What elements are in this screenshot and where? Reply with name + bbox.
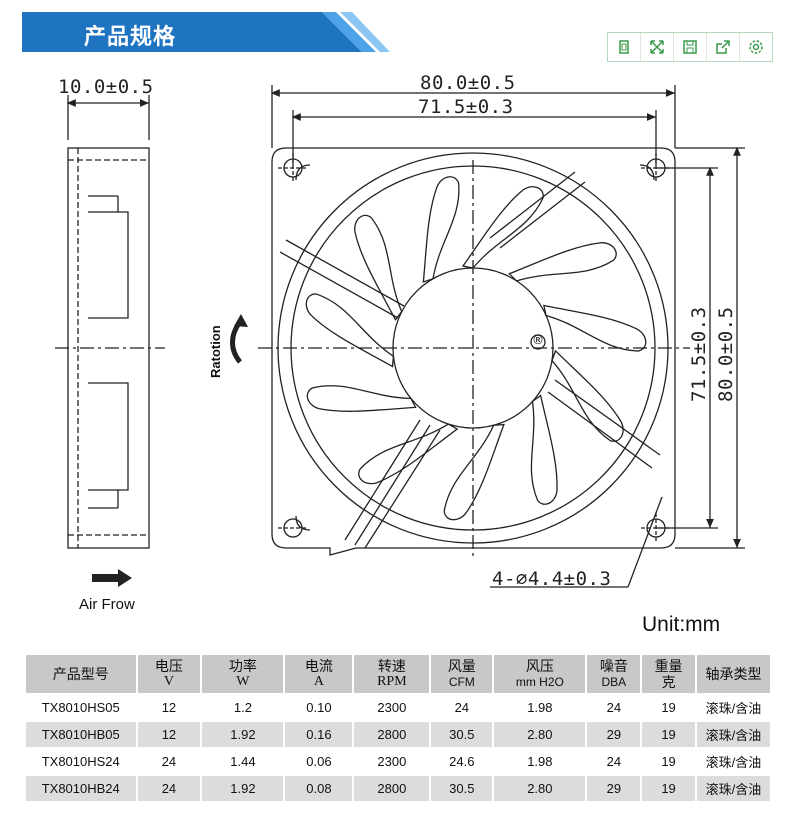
table-row: TX8010HS24 24 1.44 0.06 2300 24.6 1.98 24 19 滚珠/含… <box>26 749 770 774</box>
cell-power: 1.44 <box>230 754 256 769</box>
cell-voltage: 24 <box>161 754 177 769</box>
cell-current: 0.08 <box>285 776 353 801</box>
copy-icon <box>619 40 629 54</box>
header-banner <box>22 12 390 52</box>
cell-airflow: 24 <box>454 700 470 715</box>
share-button[interactable] <box>707 33 740 61</box>
front-view <box>258 85 745 588</box>
cell-power: 1.2 <box>233 700 252 715</box>
cell-model: TX8010HS05 <box>41 700 120 715</box>
cell-noise: 24 <box>606 754 622 769</box>
side-width-dimension: 10.0±0.5 <box>58 76 154 98</box>
cell-power: 1.92 <box>202 722 284 747</box>
image-toolbar <box>607 32 773 62</box>
header-bearing: 轴承类型 <box>696 655 770 693</box>
frame-height-dimension: 80.0±0.5 <box>715 306 737 402</box>
hole-pitch-dimension: 71.5±0.3 <box>418 96 514 118</box>
share-icon <box>716 40 730 54</box>
page-title: 产品规格 <box>84 25 177 50</box>
cell-current: 0.16 <box>285 722 353 747</box>
cell-pressure: 1.98 <box>527 754 553 769</box>
cell-model: TX8010HB05 <box>26 722 136 747</box>
cell-speed: 2300 <box>377 754 407 769</box>
save-icon <box>683 40 697 54</box>
copy-button[interactable] <box>608 33 641 61</box>
cell-power: 1.92 <box>202 776 284 801</box>
cell-bearing: 滚珠/含油 <box>696 776 770 801</box>
hole-pitch-vertical-dimension: 71.5±0.3 <box>688 306 710 402</box>
rotation-arrow <box>234 314 248 327</box>
cell-weight: 19 <box>642 722 695 747</box>
fan-technical-drawing <box>55 85 745 588</box>
cell-current: 0.10 <box>306 700 332 715</box>
cell-model: TX8010HB24 <box>26 776 136 801</box>
rotation-label: Ratotion <box>208 325 223 378</box>
cell-airflow: 24.6 <box>449 754 475 769</box>
airflow-arrow <box>92 569 132 587</box>
fullscreen-icon <box>650 40 664 54</box>
cell-weight: 19 <box>642 776 695 801</box>
cell-voltage: 12 <box>161 700 177 715</box>
cell-bearing: 滚珠/含油 <box>696 722 770 747</box>
cell-pressure: 2.80 <box>494 776 586 801</box>
header-weight: 重量克 <box>642 655 695 693</box>
cell-speed: 2800 <box>354 722 430 747</box>
cell-voltage: 12 <box>137 722 201 747</box>
cell-speed: 2800 <box>354 776 430 801</box>
header-model: 产品型号 <box>26 655 136 693</box>
fullscreen-button[interactable] <box>641 33 674 61</box>
cell-current: 0.06 <box>306 754 332 769</box>
hole-diameter-dimension: 4-⌀4.4±0.3 <box>492 568 612 590</box>
save-button[interactable] <box>674 33 707 61</box>
cell-voltage: 24 <box>137 776 201 801</box>
frame-width-dimension: 80.0±0.5 <box>420 72 516 94</box>
settings-button[interactable] <box>740 33 772 61</box>
cell-speed: 2300 <box>377 700 407 715</box>
cell-pressure: 1.98 <box>527 700 553 715</box>
settings-icon <box>749 40 763 54</box>
cell-airflow: 30.5 <box>431 776 493 801</box>
cell-model: TX8010HS24 <box>41 754 120 769</box>
cell-bearing: 滚珠/含油 <box>705 755 762 770</box>
cell-weight: 19 <box>661 754 676 769</box>
cell-bearing: 滚珠/含油 <box>705 701 762 716</box>
table-row: TX8010HS05 12 1.2 0.10 2300 24 1.98 24 19 滚珠/含油 <box>26 695 770 720</box>
cell-pressure: 2.80 <box>494 722 586 747</box>
cell-airflow: 30.5 <box>431 722 493 747</box>
unit-label: Unit:mm <box>642 613 721 636</box>
side-view <box>55 95 165 549</box>
cell-noise: 24 <box>606 700 622 715</box>
registered-mark: ® <box>532 333 544 347</box>
airflow-label: Air Frow <box>79 596 135 613</box>
cell-noise: 29 <box>587 776 641 801</box>
cell-noise: 29 <box>587 722 641 747</box>
cell-weight: 19 <box>661 700 676 715</box>
